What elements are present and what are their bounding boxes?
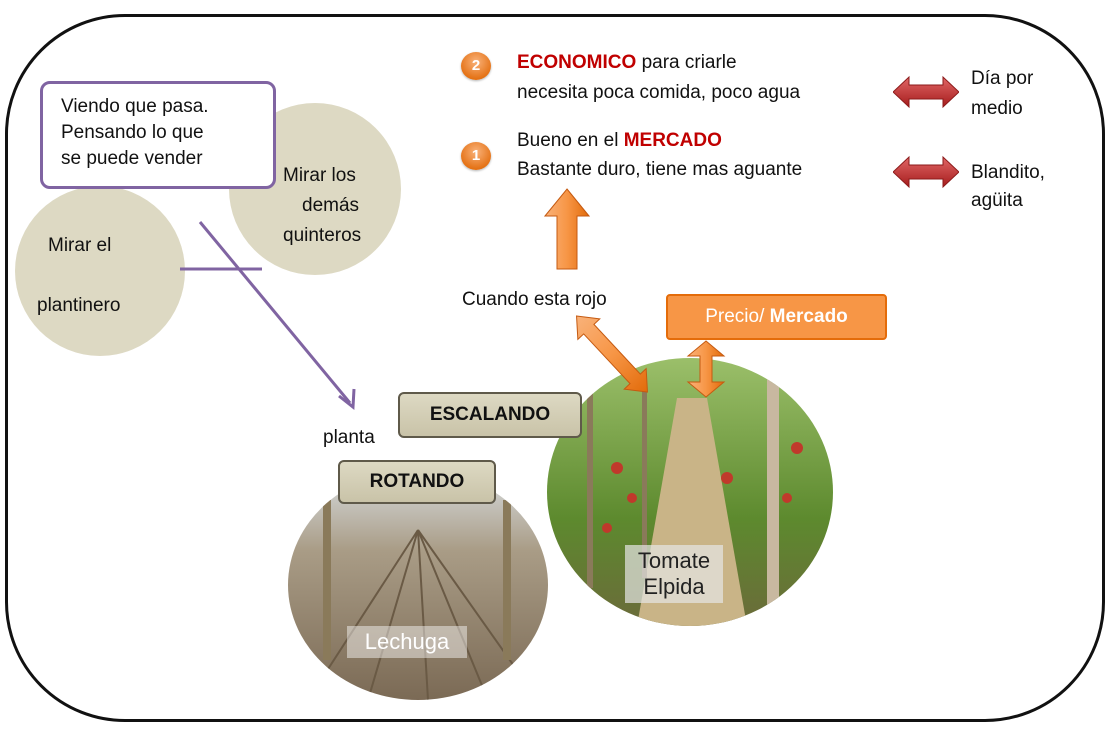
blandito-line2: agüita xyxy=(971,190,1023,211)
quinteros-label-line2: demás xyxy=(302,195,360,216)
precio-mercado-box: Precio/ Mercado xyxy=(666,294,887,340)
precio-text: Precio/ xyxy=(705,306,765,327)
quinteros-label-line1: Mirar los xyxy=(283,165,356,186)
callout-line3: se puede vender xyxy=(61,148,203,169)
bubble-plantinero xyxy=(15,186,185,356)
plantinero-label-line2: plantinero xyxy=(37,295,121,316)
mercado-prefix: Bueno en el xyxy=(517,130,619,151)
quinteros-label-line3: quinteros xyxy=(283,225,362,246)
escalando-tag: ESCALANDO xyxy=(398,392,582,438)
economico-highlight: ECONOMICO xyxy=(517,52,637,73)
double-arrow-icon xyxy=(893,75,959,109)
thinking-callout: Viendo que pasa. Pensando lo que se pued… xyxy=(40,81,276,189)
mercado-highlight: MERCADO xyxy=(623,130,722,151)
dia-por-line2: medio xyxy=(971,98,1023,119)
planta-label: planta xyxy=(323,427,375,448)
callout-line1: Viendo que pasa. xyxy=(61,96,209,117)
blandito-line1: Blandito, xyxy=(971,162,1045,183)
mercado-line2: Bastante duro, tiene mas aguante xyxy=(517,159,803,180)
number-badge-2: 2 xyxy=(461,52,491,80)
greenhouse-lettuce-image xyxy=(288,470,548,700)
lettuce-photo xyxy=(288,470,548,700)
tomate-line1: Tomate xyxy=(637,548,711,573)
number-badge-1: 1 xyxy=(461,142,491,170)
rotando-tag: ROTANDO xyxy=(338,460,496,504)
economico-rest: para criarle xyxy=(641,52,737,73)
callout-line2: Pensando lo que xyxy=(61,122,204,143)
lechuga-label: Lechuga xyxy=(347,626,467,658)
double-arrow-icon xyxy=(893,155,959,189)
tomate-label: Tomate Elpida xyxy=(625,545,723,603)
tomate-line2: Elpida xyxy=(643,574,705,599)
up-arrow-icon xyxy=(544,188,590,270)
mercado-line1: Bueno en el MERCADO xyxy=(517,128,722,154)
dia-por-line1: Día por xyxy=(971,68,1034,89)
economico-line1: ECONOMICO para criarle xyxy=(517,50,737,76)
vertical-double-arrow-icon xyxy=(686,340,726,398)
cuando-esta-rojo: Cuando esta rojo xyxy=(462,289,607,310)
precio-bold: Mercado xyxy=(769,306,848,327)
economico-line2: necesita poca comida, poco agua xyxy=(517,82,801,103)
plantinero-label-line1: Mirar el xyxy=(48,235,112,256)
